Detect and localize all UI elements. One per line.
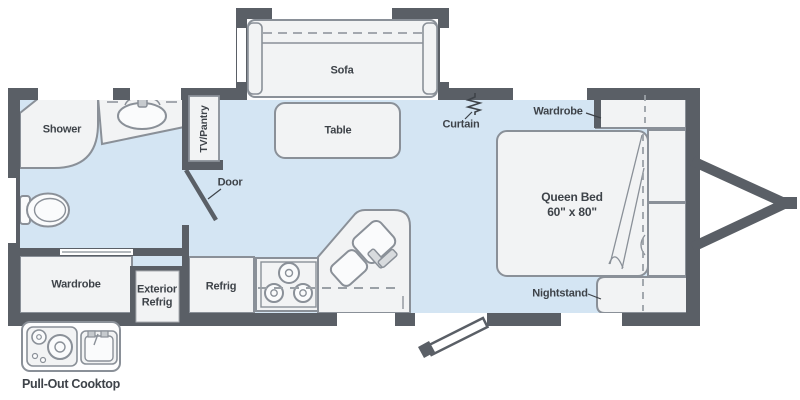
wall-right [686, 88, 700, 326]
shower-label: Shower [42, 123, 82, 136]
window-top-2 [130, 88, 181, 100]
sofa-label: Sofa [330, 64, 354, 77]
sofa-shape [247, 19, 438, 98]
window-top-3 [513, 88, 587, 100]
window-top-1 [38, 88, 113, 100]
leader-lines [207, 111, 602, 300]
pull-out-cooktop-icon [21, 321, 121, 372]
queen-bed-name-label: Queen Bed [541, 190, 603, 204]
bath-door-leaf [184, 168, 218, 222]
hitch-icon [690, 156, 797, 252]
windows [8, 8, 622, 326]
curtain-icon [465, 93, 483, 115]
table-shape [274, 102, 401, 159]
bedroom-wardrobe-label: Wardrobe [533, 105, 583, 118]
window-bottom-2 [561, 313, 622, 326]
table-label: Table [324, 124, 352, 137]
window-left-wall [8, 178, 16, 243]
rear-wardrobe-label: Wardrobe [51, 278, 101, 291]
refrig-shape [188, 256, 255, 314]
headboard-cabinet-upper [647, 129, 687, 203]
bed-fold-lines [609, 134, 645, 270]
leader-curtain [464, 111, 473, 120]
wall-kitchen-divider [182, 256, 189, 313]
wall-bath-stub [182, 225, 189, 256]
wall-wardrobe-strip [594, 92, 601, 128]
kitchen-sink-icon [329, 219, 398, 287]
leader-wardrobe [585, 112, 602, 119]
window-slideout-right [440, 28, 449, 82]
wall-tvpantry-left [182, 88, 189, 170]
exterior-refrig-label-2: Refrig [141, 296, 173, 309]
window-bottom-1 [337, 313, 395, 326]
window-slideout-left [237, 28, 246, 82]
stove-icon [255, 257, 321, 312]
curtain-label: Curtain [442, 118, 480, 131]
refrig-label: Refrig [205, 280, 237, 293]
bed-fold-arc [608, 256, 624, 269]
wall-tvpantry-bottom [182, 160, 223, 170]
leader-nightstand [587, 293, 602, 300]
shower-shape [19, 96, 99, 169]
entry-door-icon [418, 316, 490, 358]
window-slideout-top [272, 8, 392, 19]
leader-door [207, 188, 222, 200]
exterior-refrig-label-1: Exterior [137, 283, 177, 296]
dashed-details [62, 95, 646, 311]
door-label: Door [217, 176, 243, 189]
queen-bed-size-label: 60" x 80" [547, 205, 597, 219]
entry-door-opening [415, 313, 487, 326]
toilet-icon [19, 192, 70, 228]
tv-pantry-cabinet [188, 95, 220, 162]
tv-pantry-label: TV/Pantry [197, 105, 210, 153]
nightstand-label: Nightstand [532, 287, 588, 300]
pull-out-cooktop-label: Pull-Out Cooktop [22, 376, 120, 391]
exterior-refrig-shape [135, 270, 180, 323]
headboard-cabinet-lower [647, 202, 687, 277]
